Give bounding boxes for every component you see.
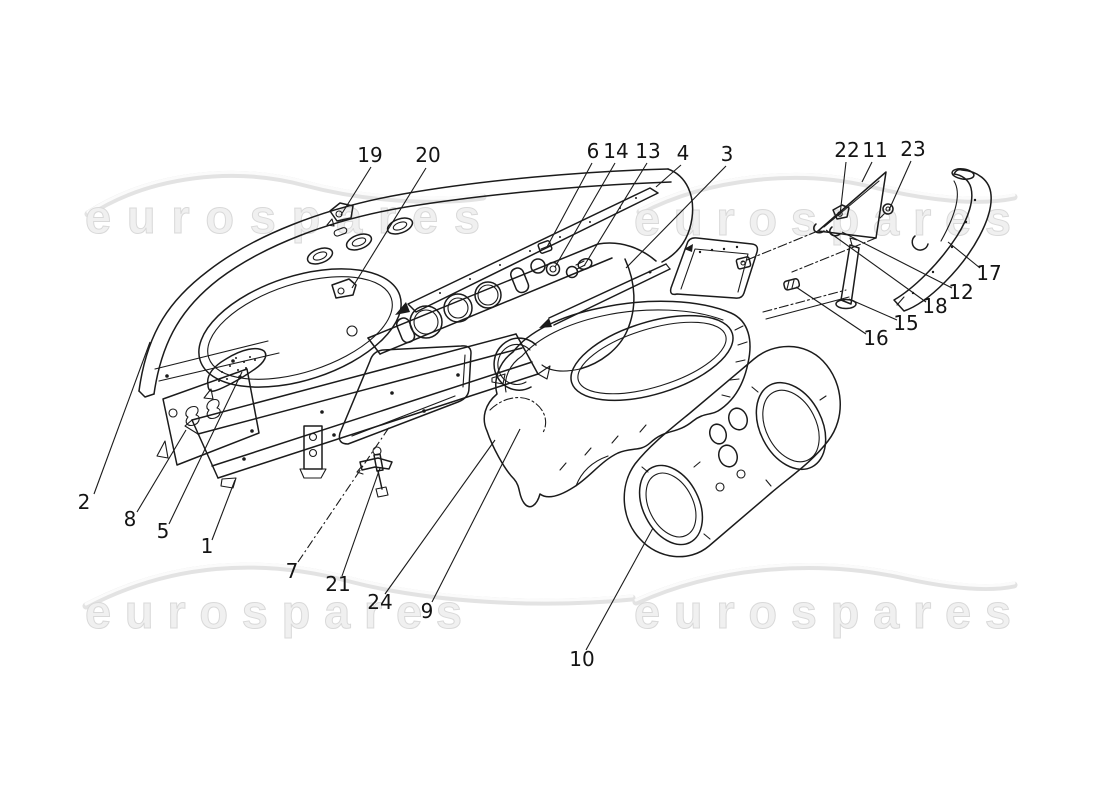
part-label-23: 23: [900, 137, 925, 161]
leader-23: [888, 160, 912, 211]
part-console-bracket: [356, 446, 393, 498]
gauge-cutouts: [346, 258, 546, 344]
leader-12: [841, 231, 953, 289]
leader-13: [583, 162, 648, 267]
part-label-14: 14: [603, 139, 628, 163]
part-label-7: 7: [286, 559, 299, 583]
leader-6: [546, 162, 593, 248]
clip-part-20: [331, 278, 357, 299]
part-pad-wedge: [203, 347, 267, 400]
leader-10: [585, 527, 654, 651]
leader-7: [297, 425, 391, 563]
fastener-washer: [545, 261, 561, 277]
part-label-1: 1: [201, 534, 214, 558]
leader-21: [341, 467, 381, 577]
leader-8: [136, 429, 187, 513]
fastener-screw: [565, 257, 593, 279]
part-label-5: 5: [157, 519, 170, 543]
watermark-text: eurospares: [85, 190, 481, 243]
leader-17: [947, 241, 981, 269]
leader-1: [211, 479, 236, 541]
watermark-text: eurospares: [634, 192, 1012, 245]
c-clip: [911, 235, 929, 251]
watermark-text: eurospares: [634, 585, 1012, 638]
leader-5: [168, 371, 243, 525]
part-number-labels: 19 20 6 14 13 4 3 22 11 23 17 12 18 15 1…: [78, 137, 1002, 671]
part-glovebox-lid: [669, 237, 759, 299]
part-label-21: 21: [325, 572, 350, 596]
watermark-bottom-left: eurospares: [82, 562, 636, 639]
part-instrument-cowl: [483, 300, 751, 508]
part-label-20: 20: [415, 143, 440, 167]
watermark-top-left: eurospares: [84, 170, 487, 244]
part-sill-strip: [735, 256, 850, 320]
leader-20: [351, 167, 427, 289]
part-label-6: 6: [587, 139, 600, 163]
part-label-10: 10: [569, 647, 594, 671]
clip-part-16: [783, 278, 801, 291]
part-label-11: 11: [862, 138, 887, 162]
leader-2: [93, 341, 151, 495]
part-label-18: 18: [922, 294, 947, 318]
leader-9: [431, 428, 521, 603]
leader-4: [655, 164, 682, 188]
part-side-rail: [893, 168, 992, 312]
watermark-bottom-right: eurospares: [632, 563, 1018, 639]
part-label-9: 9: [421, 599, 434, 623]
part-dashboard-shell: [138, 168, 694, 445]
leader-lines: [93, 160, 981, 651]
leader-18: [825, 229, 927, 303]
part-label-19: 19: [357, 143, 382, 167]
leader-15: [848, 298, 898, 321]
part-label-22: 22: [834, 138, 859, 162]
leader-3: [625, 165, 727, 269]
part-label-17: 17: [976, 261, 1001, 285]
watermark-text: eurospares: [85, 585, 463, 638]
leader-19: [340, 166, 372, 216]
leader-22: [839, 161, 847, 216]
part-instrument-panel: [623, 345, 841, 558]
leader-11: [861, 161, 873, 183]
fastener-clip-nut: [537, 240, 553, 254]
leader-14: [554, 162, 616, 268]
leader-16: [795, 286, 867, 335]
part-label-16: 16: [863, 326, 888, 350]
part-label-12: 12: [948, 280, 973, 304]
part-label-15: 15: [893, 311, 918, 335]
leader-24: [384, 439, 496, 595]
part-label-3: 3: [721, 142, 734, 166]
defroster-vents: [306, 217, 414, 265]
part-trim-strip-lower: [539, 263, 671, 328]
part-label-4: 4: [677, 141, 690, 165]
part-center-brace: [835, 237, 860, 310]
part-label-13: 13: [635, 139, 660, 163]
part-label-8: 8: [124, 507, 137, 531]
watermark-top-right: eurospares: [634, 172, 1018, 246]
part-label-24: 24: [367, 590, 392, 614]
part-lower-frame: [184, 333, 551, 489]
part-trim-strip-upper: [395, 187, 659, 315]
part-label-2: 2: [78, 490, 91, 514]
